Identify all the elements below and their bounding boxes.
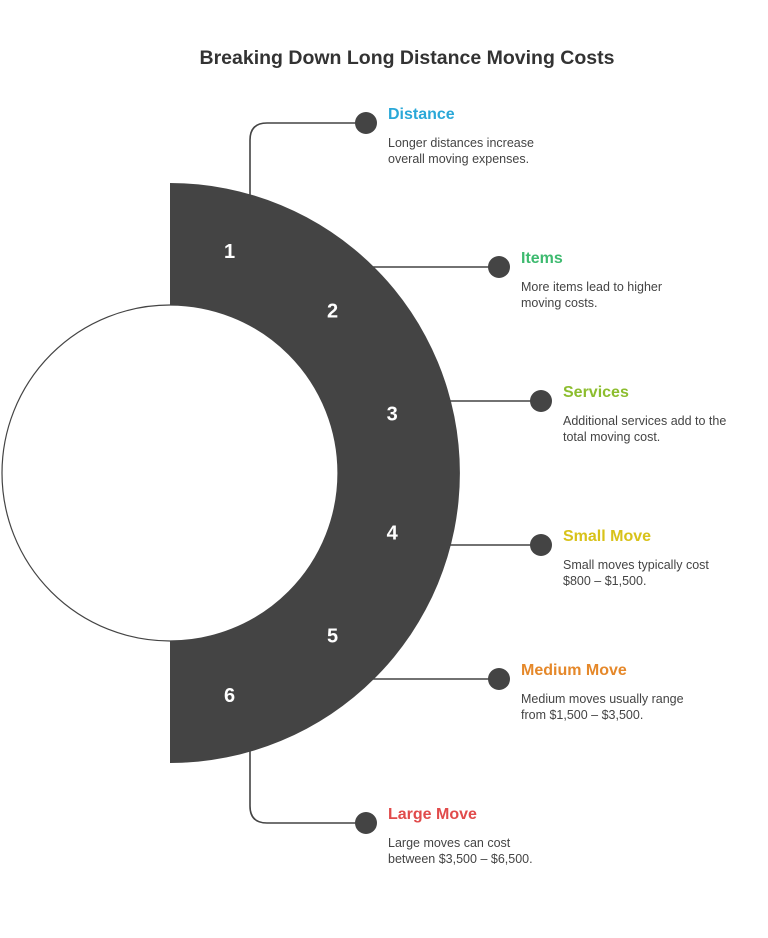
factor-dot	[488, 668, 510, 690]
factor-description-line: Longer distances increase	[388, 136, 534, 150]
segment-number-2: 2	[327, 300, 338, 322]
factor-description-line: total moving cost.	[563, 430, 660, 444]
connector-line	[249, 122, 366, 196]
factor-heading: Items	[521, 250, 563, 267]
center-subtitle-line: services.	[148, 509, 191, 521]
connector-lines	[249, 122, 541, 824]
factor-heading: Small Move	[563, 528, 651, 545]
segment-number-5: 5	[327, 626, 338, 648]
segment-ring	[170, 183, 460, 763]
factor-description-line: Small moves typically cost	[563, 558, 709, 572]
center-circle	[1, 304, 339, 642]
factor-heading: Distance	[388, 106, 455, 123]
factor-description-line: More items lead to higher	[521, 280, 662, 294]
factor-heading: Medium Move	[521, 662, 627, 679]
center-title-line: Long Distance	[118, 425, 221, 442]
factor-description-line: between $3,500 – $6,500.	[388, 852, 533, 866]
factor-description-line: Medium moves usually range	[521, 692, 684, 706]
factor-description-line: Additional services add to the	[563, 414, 726, 428]
factor-dot	[488, 256, 510, 278]
factor-description-line: from $1,500 – $3,500.	[521, 708, 643, 722]
factor-dot	[530, 534, 552, 556]
center-title-line: Moving Costs	[121, 445, 219, 462]
factor-description-line: $800 – $1,500.	[563, 574, 646, 588]
center-subtitle-line: distance, items, and	[121, 494, 219, 506]
segment-number-3: 3	[387, 404, 398, 426]
factor-description-line: overall moving expenses.	[388, 152, 529, 166]
segment-number-6: 6	[224, 685, 235, 707]
factor-heading: Services	[563, 384, 629, 401]
factor-dot	[530, 390, 552, 412]
segment-numbers: 1 2 3 4 5 6	[224, 241, 399, 707]
diagram-title: Breaking Down Long Distance Moving Costs	[200, 47, 615, 69]
factor-dot	[355, 812, 377, 834]
factor-heading: Large Move	[388, 806, 477, 823]
segment-number-1: 1	[224, 241, 235, 263]
factor-description-line: Large moves can cost	[388, 836, 511, 850]
segment-number-4: 4	[387, 523, 399, 545]
factor-description-line: moving costs.	[521, 296, 597, 310]
factor-dot	[355, 112, 377, 134]
connector-line	[249, 750, 366, 824]
center-subtitle-line: Costs vary based on	[120, 479, 220, 491]
